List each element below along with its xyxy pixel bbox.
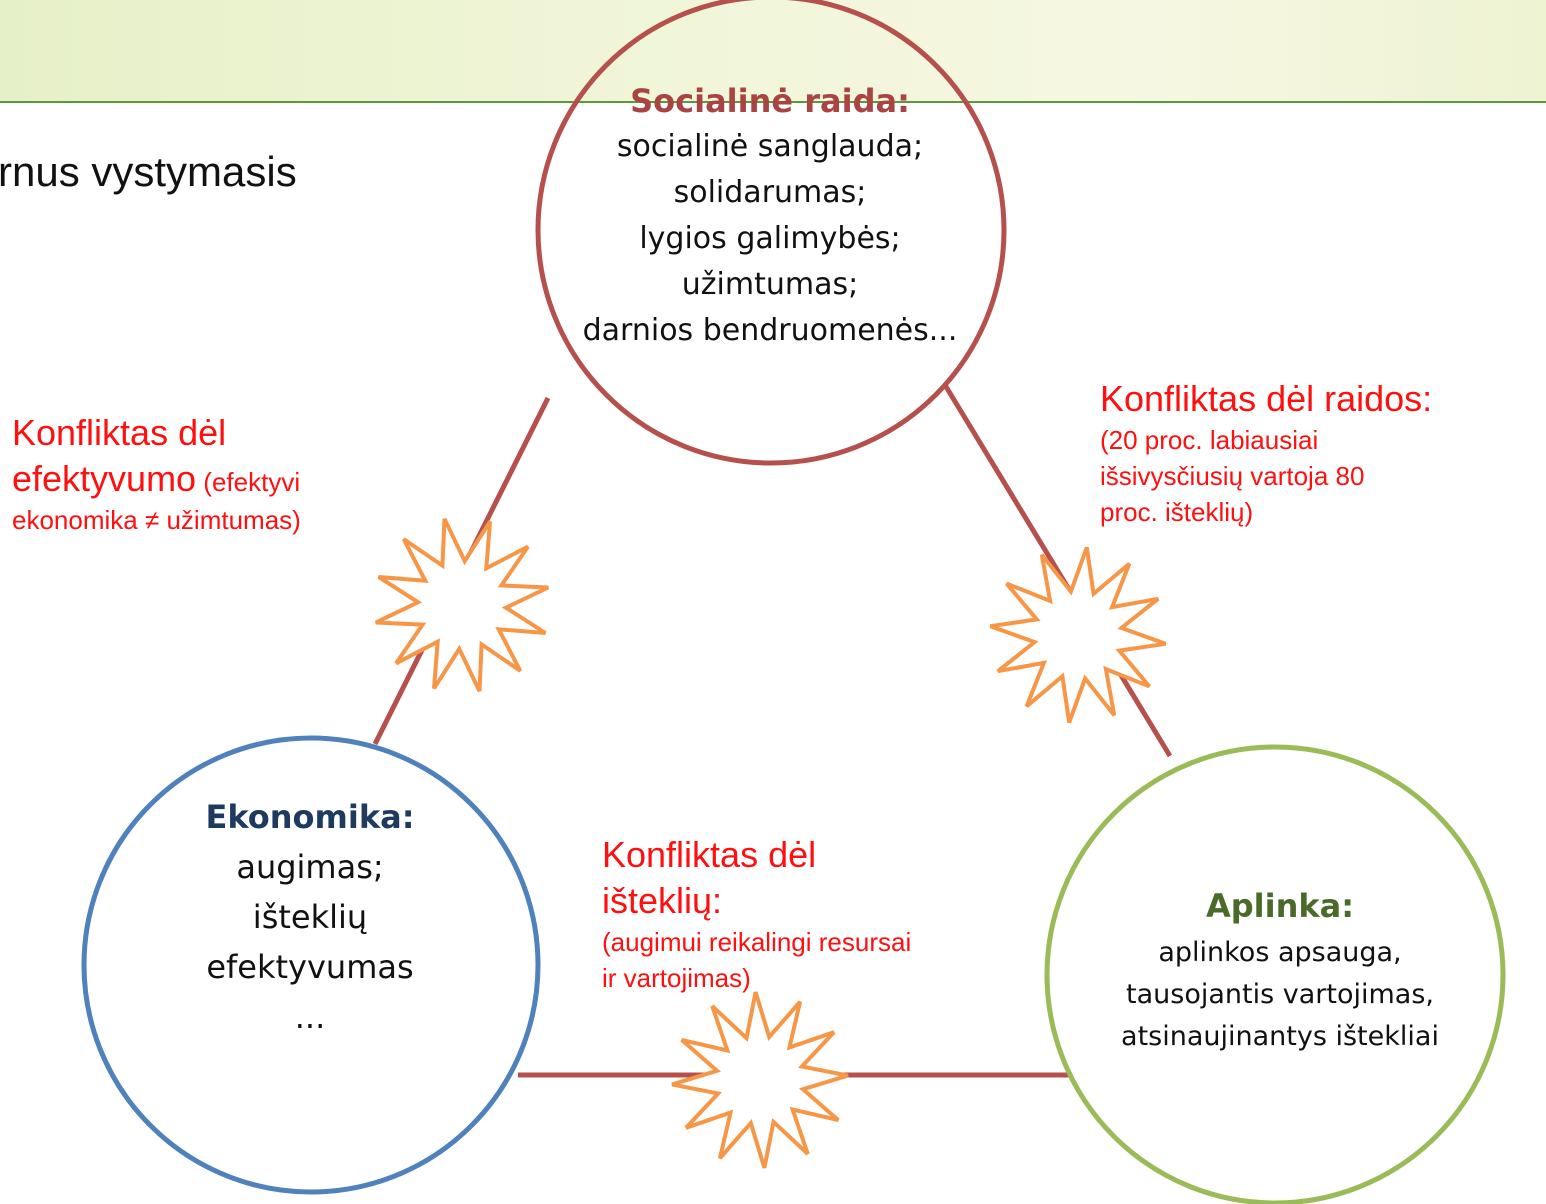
page-title: rnus vystymasis <box>0 148 297 195</box>
environment-heading: Aplinka: <box>1205 887 1355 925</box>
economy-circle <box>81 735 541 1195</box>
conflict-development-title: Konfliktas dėl raidos: <box>1100 378 1433 419</box>
economy-item: efektyvumas <box>206 948 414 986</box>
connector-social-environment <box>942 383 1173 758</box>
social-circle <box>535 0 1007 466</box>
conflict-efficiency-line3: ekonomika ≠ užimtumas) <box>12 505 301 535</box>
conflict-efficiency-line1: Konfliktas dėl <box>12 412 227 453</box>
conflict-resources-title: Konfliktas dėl <box>602 834 817 875</box>
social-item: socialinė sanglauda; <box>616 129 924 164</box>
social-item: užimtumas; <box>681 267 859 302</box>
conflict-starburst-resources <box>671 991 849 1169</box>
conflict-efficiency-keyword: efektyvumo <box>12 458 197 499</box>
economy-item: ... <box>294 998 326 1036</box>
environment-item: atsinaujinantys ištekliai <box>1121 1021 1439 1052</box>
conflict-development-note: išsivysčiusių vartoja 80 <box>1100 461 1365 491</box>
economy-heading: Ekonomika: <box>205 798 415 836</box>
social-item: darnios bendruomenės... <box>582 313 958 348</box>
conflict-resources-note: ir vartojimas) <box>602 963 751 993</box>
environment-item: aplinkos apsauga, <box>1158 937 1402 968</box>
social-item: lygios galimybės; <box>639 221 901 256</box>
conflict-development-label: Konfliktas dėl raidos: (20 proc. labiaus… <box>1100 376 1540 530</box>
economy-circle-text: Ekonomika: augimas; išteklių efektyvumas… <box>120 792 500 1042</box>
environment-item: tausojantis vartojimas, <box>1126 979 1434 1010</box>
conflict-starburst-efficiency <box>374 517 550 693</box>
social-item: solidarumas; <box>673 175 867 210</box>
social-heading: Socialinė raida: <box>630 82 910 120</box>
economy-item: augimas; <box>236 848 384 886</box>
conflict-efficiency-label: Konfliktas dėl efektyvumo (efektyvi ekon… <box>12 410 452 538</box>
conflict-resources-note: (augimui reikalingi resursai <box>602 927 912 957</box>
conflict-resources-title: išteklių: <box>602 880 723 921</box>
header-band <box>0 0 1546 102</box>
conflict-development-note: proc. išteklių) <box>1100 497 1254 527</box>
conflict-efficiency-note: (efektyvi <box>196 467 301 497</box>
social-circle-text: Socialinė raida: socialinė sanglauda; so… <box>520 78 1020 354</box>
environment-circle <box>1044 744 1506 1204</box>
conflict-starburst-development <box>989 546 1167 724</box>
header-divider <box>0 101 1546 103</box>
conflict-development-note: (20 proc. labiausiai <box>1100 425 1319 455</box>
economy-item: išteklių <box>252 898 368 936</box>
conflict-resources-label: Konfliktas dėl išteklių: (augimui reikal… <box>602 832 1062 996</box>
environment-circle-text: Aplinka: aplinkos apsauga, tausojantis v… <box>1060 880 1500 1058</box>
